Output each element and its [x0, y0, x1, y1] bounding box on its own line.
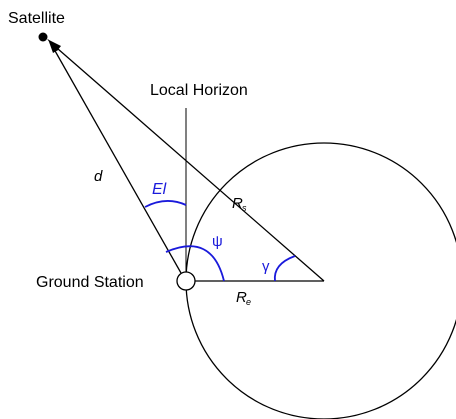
satellite-radius-line — [49, 41, 325, 282]
satellite-radius-label: R s — [232, 195, 247, 213]
elevation-label: El — [152, 181, 167, 198]
satellite-dot — [38, 32, 48, 42]
psi-angle-arc — [165, 245, 225, 282]
gamma-angle-arc — [273, 255, 296, 282]
psi-label: ψ — [212, 233, 223, 250]
earth-radius-label: R e — [236, 289, 251, 307]
svg-text:R: R — [236, 289, 247, 306]
elevation-angle-arc — [144, 200, 187, 208]
satellite-label: Satellite — [8, 10, 65, 27]
svg-text:s: s — [242, 203, 247, 213]
svg-text:e: e — [246, 297, 251, 307]
slant-range-line — [49, 41, 182, 274]
svg-text:R: R — [232, 195, 243, 212]
satellite-radius-arrowhead — [47, 39, 61, 51]
distance-label: d — [94, 168, 103, 185]
ground-station-label: Ground Station — [36, 274, 144, 291]
local-horizon-label: Local Horizon — [150, 82, 248, 99]
ground-station-marker — [176, 271, 196, 291]
gamma-label: γ — [262, 258, 270, 275]
